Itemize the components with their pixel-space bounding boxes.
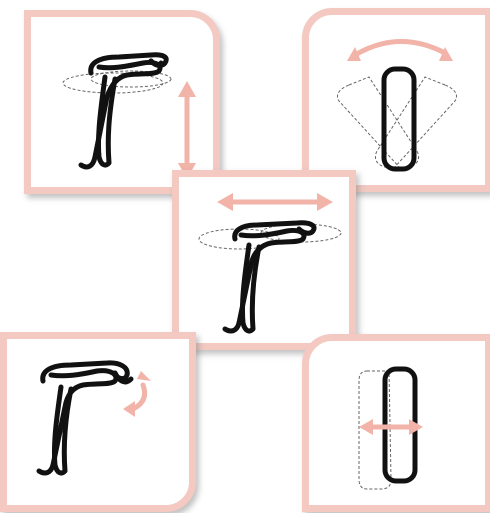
panel-squeeze-width-drawing — [358, 366, 423, 490]
guide-original-outline — [358, 370, 392, 490]
stroke-glyph-zero — [381, 66, 417, 172]
panel-squeeze-width — [302, 334, 490, 512]
small-curved-arrow-icon — [123, 371, 151, 417]
curved-double-arrow-icon — [347, 39, 453, 61]
guide-rotated-outlines — [336, 76, 458, 170]
panel-rotate-stroke-end-drawing — [36, 360, 151, 476]
panel-rotate — [302, 8, 490, 192]
stroke-glyph-gamma — [222, 220, 317, 334]
panel-rotate-drawing — [336, 39, 458, 172]
double-arrow-horizontal-icon — [359, 419, 423, 435]
guide-ellipse-right — [90, 70, 172, 88]
panel-move-vertical — [24, 10, 220, 194]
stroke-glyph-gamma — [78, 52, 169, 170]
panel-move-horizontal — [172, 170, 356, 350]
double-arrow-vertical-icon — [178, 81, 196, 179]
stroke-glyph-gamma — [36, 360, 134, 476]
panel-move-horizontal-drawing — [198, 193, 342, 334]
panel-move-vertical-drawing — [62, 52, 196, 179]
double-arrow-horizontal-icon — [217, 193, 333, 211]
panel-rotate-stroke-end — [0, 332, 196, 512]
